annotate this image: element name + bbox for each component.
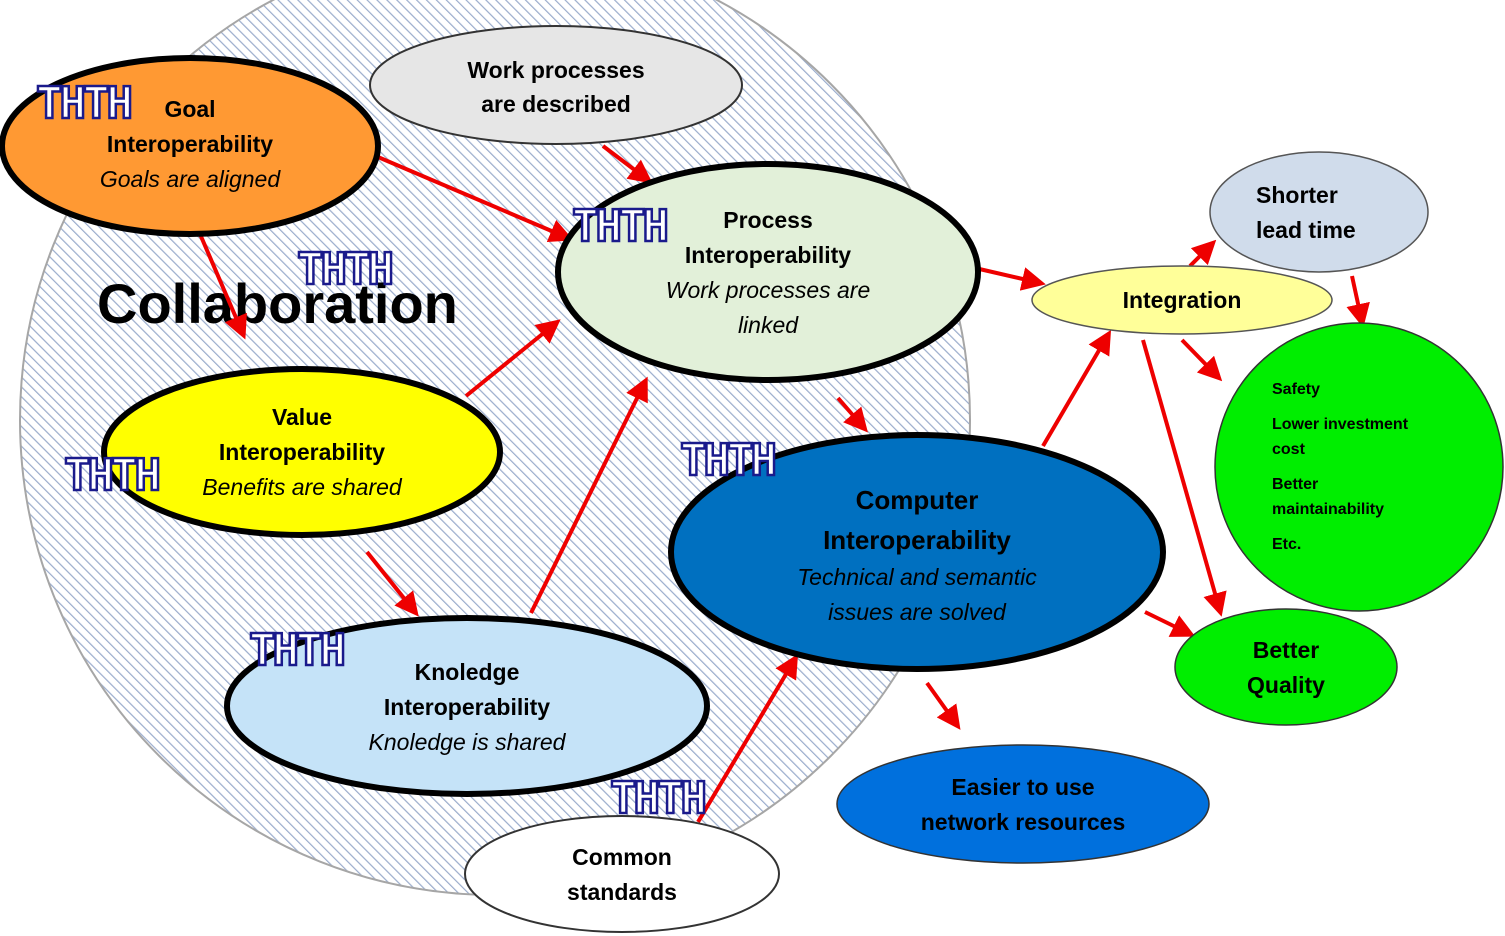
common-standards-line1: Common bbox=[572, 844, 672, 870]
work-processes-line2: are described bbox=[481, 91, 631, 117]
computer-line2: Interoperability bbox=[823, 525, 1011, 555]
arrow-workprocess-process bbox=[601, 144, 653, 184]
benefit-item: Safety bbox=[1272, 381, 1320, 398]
arrow-goal-process bbox=[377, 155, 574, 242]
arrow-computer-network bbox=[925, 681, 961, 730]
th-mark: THTH bbox=[249, 625, 343, 676]
goal-interoperability-node[interactable]: Goal Interoperability Goals are aligned bbox=[0, 55, 381, 237]
arrow-process-integration bbox=[974, 266, 1046, 291]
arrow-value-knowledge bbox=[365, 550, 419, 617]
process-line1: Process bbox=[723, 207, 813, 233]
knowledge-interoperability-node[interactable]: Knoledge Interoperability Knoledge is sh… bbox=[224, 615, 710, 797]
value-interoperability-node[interactable]: Value Interoperability Benefits are shar… bbox=[101, 366, 503, 538]
arrow-integration-benefits bbox=[1180, 338, 1223, 382]
quality-line2: Quality bbox=[1247, 672, 1325, 698]
arrow-process-computer bbox=[836, 396, 868, 433]
benefit-item: Better bbox=[1272, 476, 1318, 493]
knowledge-line1: Knoledge bbox=[415, 659, 520, 685]
common-standards-node[interactable]: Common standards bbox=[464, 815, 780, 933]
goal-subtitle: Goals are aligned bbox=[100, 166, 281, 192]
arrow-computer-quality bbox=[1144, 610, 1196, 637]
goal-line2: Interoperability bbox=[107, 131, 273, 157]
arrow-computer-integration bbox=[1041, 329, 1112, 448]
th-mark: THTH bbox=[680, 435, 774, 486]
th-marks: THTH THTH THTH THTH THTH THTH THTH bbox=[35, 77, 779, 826]
quality-line1: Better bbox=[1253, 637, 1320, 663]
collaboration-title: Collaboration bbox=[97, 272, 458, 335]
value-line1: Value bbox=[272, 404, 332, 430]
value-line2: Interoperability bbox=[219, 439, 385, 465]
arrow-knowledge-process bbox=[529, 376, 648, 614]
shorter-lead-time-node[interactable]: Shorter lead time bbox=[1209, 151, 1429, 273]
arrow-goal-value bbox=[198, 233, 247, 340]
benefit-item: Etc. bbox=[1272, 536, 1301, 553]
process-interoperability-node[interactable]: Process Interoperability Work processes … bbox=[555, 161, 981, 383]
process-subtitle1: Work processes are bbox=[666, 277, 871, 303]
network-resources-node[interactable]: Easier to use network resources bbox=[836, 744, 1210, 864]
arrow-value-process bbox=[464, 319, 561, 398]
th-mark: THTH bbox=[297, 244, 391, 295]
arrow-integration-quality bbox=[1141, 339, 1227, 617]
arrow-leadtime-benefits bbox=[1346, 275, 1370, 328]
network-line1: Easier to use bbox=[951, 774, 1094, 800]
th-mark: THTH bbox=[36, 78, 130, 129]
integration-node[interactable]: Integration bbox=[1031, 265, 1333, 335]
computer-interoperability-node[interactable]: Computer Interoperability Technical and … bbox=[668, 432, 1166, 672]
better-quality-node[interactable]: Better Quality bbox=[1174, 608, 1398, 726]
integration-label: Integration bbox=[1123, 287, 1242, 313]
lead-time-line1: Shorter bbox=[1256, 182, 1338, 208]
computer-subtitle2: issues are solved bbox=[828, 599, 1007, 625]
benefit-item: Lower investment bbox=[1272, 416, 1409, 433]
th-mark: THTH bbox=[572, 201, 666, 252]
process-line2: Interoperability bbox=[685, 242, 851, 268]
computer-subtitle1: Technical and semantic bbox=[797, 564, 1037, 590]
arrows bbox=[198, 144, 1370, 824]
th-mark: THTH bbox=[64, 450, 158, 501]
value-subtitle: Benefits are shared bbox=[202, 474, 403, 500]
goal-line1: Goal bbox=[164, 96, 215, 122]
benefit-item: maintainability bbox=[1272, 501, 1384, 518]
th-mark: THTH bbox=[610, 773, 704, 824]
computer-line1: Computer bbox=[856, 485, 979, 515]
arrow-standards-computer bbox=[696, 653, 799, 824]
arrow-integration-leadtime bbox=[1188, 239, 1217, 268]
knowledge-line2: Interoperability bbox=[384, 694, 550, 720]
benefits-node[interactable]: Safety Lower investment cost Better main… bbox=[1214, 322, 1504, 612]
work-processes-node[interactable]: Work processes are described bbox=[369, 25, 743, 145]
benefit-item: cost bbox=[1272, 441, 1306, 458]
network-line2: network resources bbox=[921, 809, 1126, 835]
work-processes-line1: Work processes bbox=[467, 57, 644, 83]
process-subtitle2: linked bbox=[738, 312, 799, 338]
common-standards-line2: standards bbox=[567, 879, 677, 905]
knowledge-subtitle: Knoledge is shared bbox=[369, 729, 567, 755]
lead-time-line2: lead time bbox=[1256, 217, 1356, 243]
